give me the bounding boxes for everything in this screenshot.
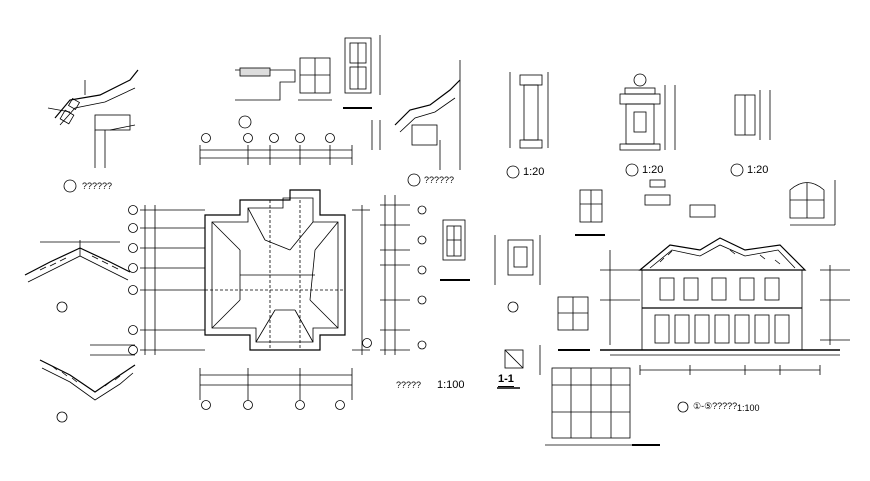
cap-detail: [619, 73, 676, 177]
column-detail: [730, 90, 771, 177]
pillar-detail: [506, 72, 549, 179]
window-detail-arched: [789, 180, 836, 226]
eave-detail-a: [47, 69, 139, 193]
front-elevation: [600, 237, 850, 413]
cornice-a-title: ??????: [82, 181, 113, 191]
window-detail-large: [545, 367, 660, 446]
plan-side-dimension: [380, 195, 427, 355]
cap-scale: 1:20: [642, 164, 664, 176]
grid-bubbles-left: [128, 205, 138, 355]
grid-bubbles-bottom: [201, 400, 345, 410]
cornice-b-title: ??????: [424, 175, 455, 185]
elevation-title: ①-⑤?????: [693, 401, 738, 411]
window-detail-lower: [504, 296, 590, 375]
plan-title: ?????: [396, 380, 422, 390]
window-detail-mid: [575, 179, 716, 236]
window-detail-top: [235, 35, 381, 129]
ridge-detail: [24, 240, 131, 313]
grid-bubbles-top: [201, 133, 335, 143]
valley-detail: [39, 344, 136, 423]
roof-plan: [128, 133, 372, 410]
pillar-scale: 1:20: [523, 166, 545, 178]
column-scale: 1:20: [747, 164, 769, 176]
window-detail-small: [440, 219, 470, 281]
eave-detail-b: [371, 60, 461, 187]
plan-scale: 1:100: [437, 379, 465, 391]
elevation-scale: 1:100: [737, 403, 760, 413]
section-label: 1-1: [498, 373, 514, 387]
column-base-detail: [494, 235, 541, 313]
